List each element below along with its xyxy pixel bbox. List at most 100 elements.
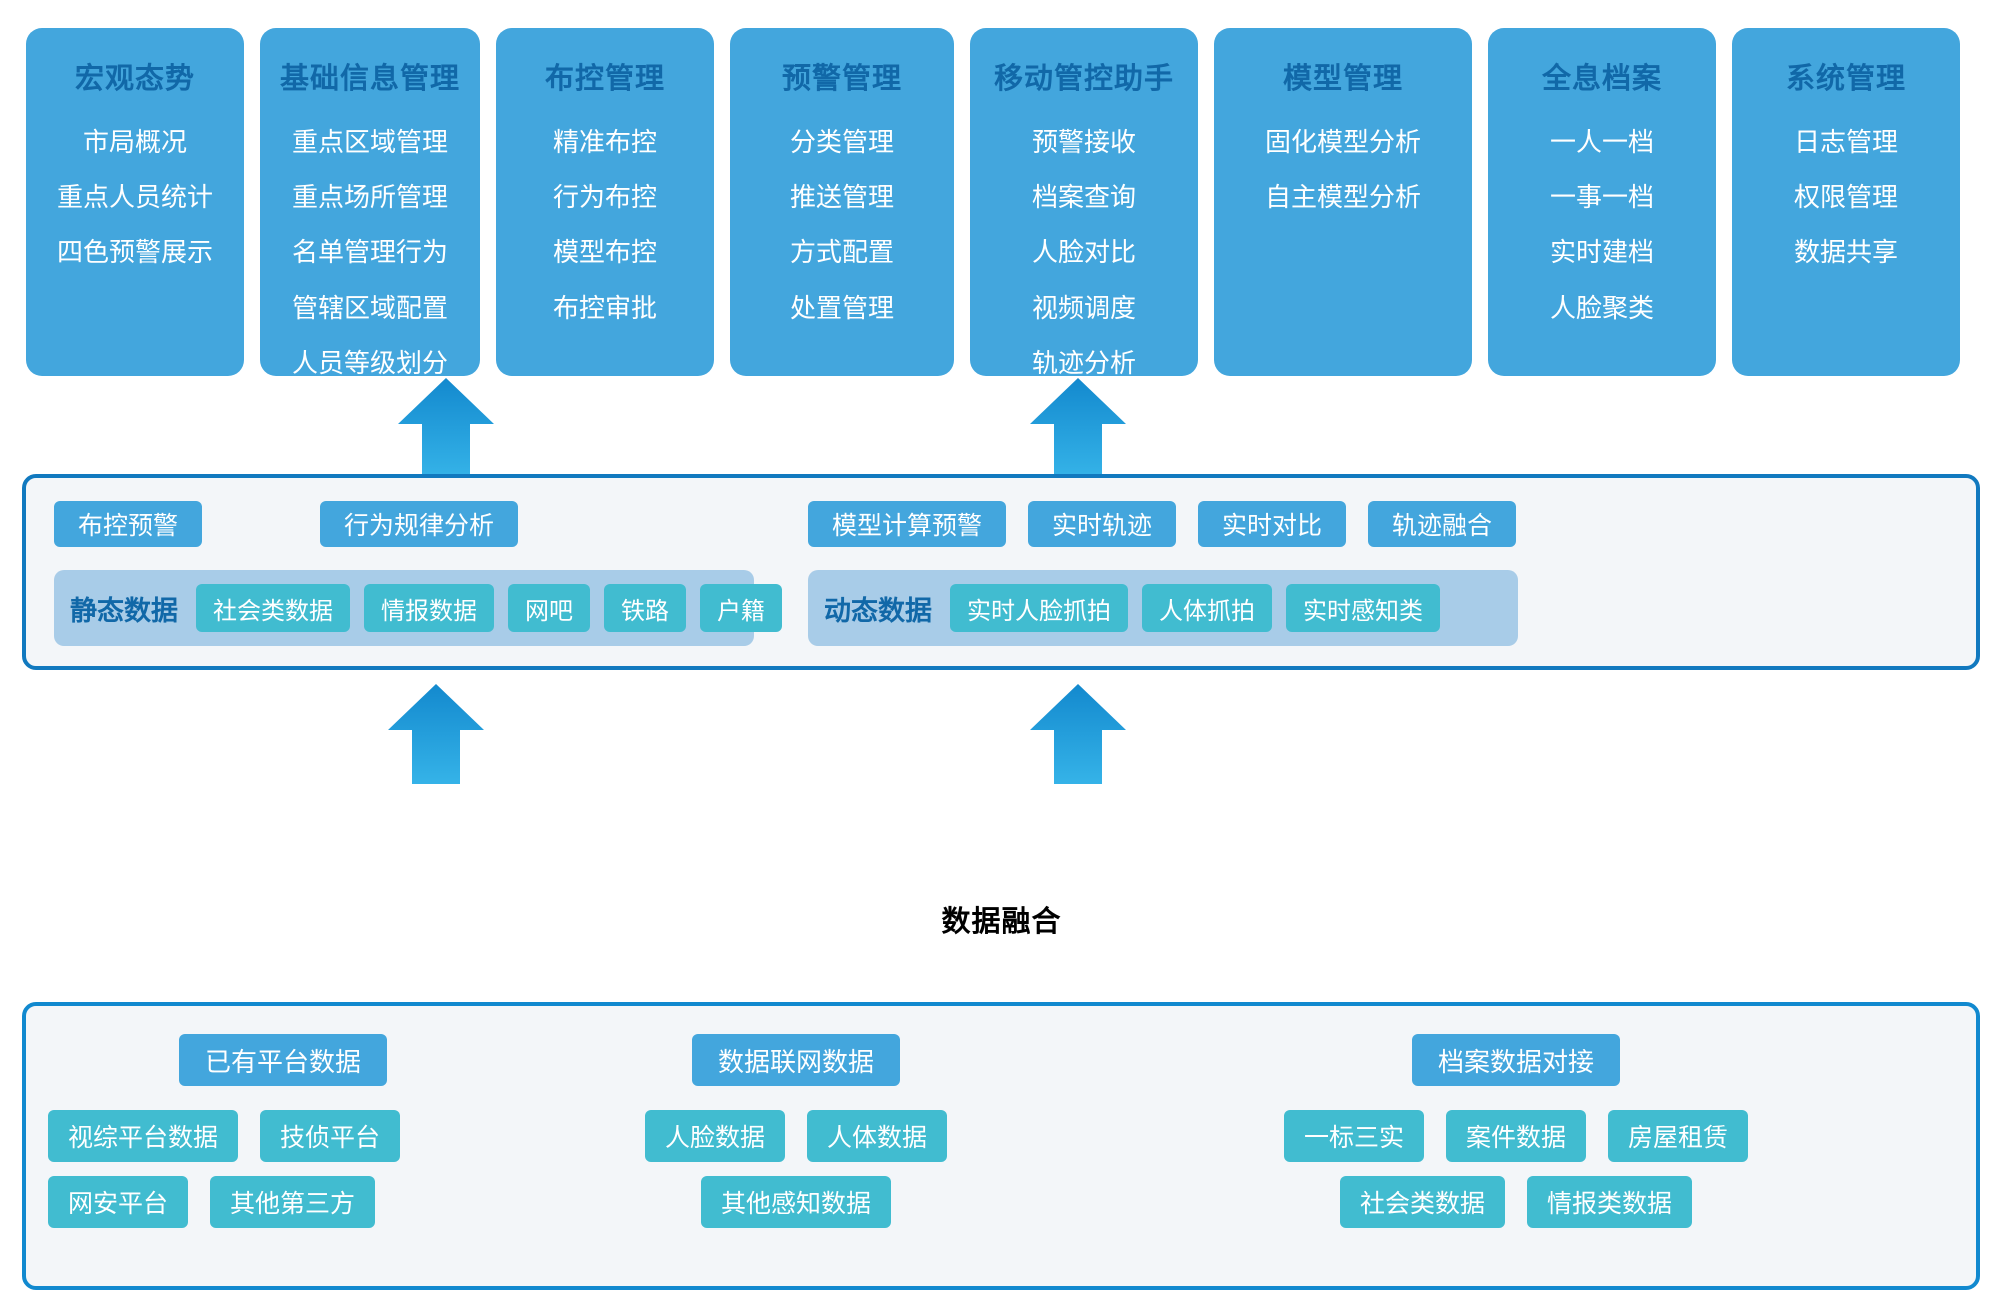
module-item-0-2[interactable]: 四色预警展示 (56, 237, 213, 268)
module-item-3-1[interactable]: 推送管理 (789, 182, 894, 213)
module-card-6[interactable]: 全息档案一人一档一事一档实时建档人脸聚类 (1488, 28, 1716, 376)
source-chip-1-1-0[interactable]: 其他感知数据 (700, 1176, 891, 1228)
source-chip-2-0-0[interactable]: 一标三实 (1283, 1110, 1424, 1162)
data-chip-static-2[interactable]: 网吧 (508, 584, 590, 632)
module-item-list-6: 一人一档一事一档实时建档人脸聚类 (1488, 103, 1716, 324)
module-title-4: 移动管控助手 (993, 63, 1174, 95)
module-item-list-0: 市局概况重点人员统计四色预警展示 (26, 103, 244, 269)
module-card-1[interactable]: 基础信息管理重点区域管理重点场所管理名单管理行为管辖区域配置人员等级划分 (260, 28, 480, 378)
static-data-label: 静态数据 (70, 595, 178, 626)
source-group-1: 数据联网数据人脸数据人体数据其他感知数据 (526, 1006, 1066, 1286)
data-fusion-label: 数据融合 (941, 906, 1062, 938)
module-item-6-2[interactable]: 实时建档 (1549, 237, 1654, 268)
module-item-1-4[interactable]: 人员等级划分 (291, 347, 448, 378)
module-card-7[interactable]: 系统管理日志管理权限管理数据共享 (1732, 28, 1960, 376)
module-item-4-4[interactable]: 轨迹分析 (1031, 347, 1136, 378)
capability-chip-dynamic-0[interactable]: 模型计算预警 (808, 501, 1007, 547)
source-chip-0-0-1[interactable]: 技侦平台 (260, 1110, 401, 1162)
module-item-list-2: 精准布控行为布控模型布控布控审批 (496, 103, 714, 324)
source-head-1[interactable]: 数据联网数据 (691, 1034, 900, 1086)
module-item-4-3[interactable]: 视频调度 (1031, 292, 1136, 323)
capability-chip-dynamic-1[interactable]: 实时轨迹 (1028, 501, 1177, 547)
module-item-list-4: 预警接收档案查询人脸对比视频调度轨迹分析 (970, 103, 1198, 379)
data-source-panel: 已有平台数据视综平台数据技侦平台网安平台其他第三方数据联网数据人脸数据人体数据其… (22, 1002, 1980, 1290)
module-item-6-1[interactable]: 一事一档 (1549, 182, 1654, 213)
source-chip-0-1-1[interactable]: 其他第三方 (210, 1176, 376, 1228)
arrow-to-fusion-static (388, 684, 484, 784)
source-chip-1-0-1[interactable]: 人体数据 (807, 1110, 948, 1162)
data-chip-static-4[interactable]: 户籍 (700, 584, 782, 632)
source-head-0[interactable]: 已有平台数据 (178, 1034, 387, 1086)
capability-chip-static-0[interactable]: 布控预警 (54, 501, 203, 547)
module-item-5-0[interactable]: 固化模型分析 (1264, 127, 1421, 157)
data-chip-static-1[interactable]: 情报数据 (364, 584, 494, 632)
module-item-6-0[interactable]: 一人一档 (1549, 127, 1654, 157)
dynamic-data-label: 动态数据 (824, 595, 932, 626)
source-row-2-0: 一标三实案件数据房屋租赁 (1086, 1110, 1946, 1162)
data-chip-dynamic-2[interactable]: 实时感知类 (1286, 584, 1440, 632)
module-item-2-3[interactable]: 布控审批 (552, 292, 657, 323)
arrow-to-moxing-guanli (1030, 378, 1126, 478)
module-card-4[interactable]: 移动管控助手预警接收档案查询人脸对比视频调度轨迹分析 (970, 28, 1198, 379)
module-item-1-3[interactable]: 管辖区域配置 (291, 292, 448, 323)
source-rows-1: 人脸数据人体数据其他感知数据 (526, 1110, 1066, 1228)
source-chip-0-0-0[interactable]: 视综平台数据 (48, 1110, 239, 1162)
source-chip-2-0-1[interactable]: 案件数据 (1445, 1110, 1586, 1162)
module-title-5: 模型管理 (1282, 63, 1403, 95)
data-chip-dynamic-0[interactable]: 实时人脸抓拍 (950, 584, 1128, 632)
source-chip-1-0-0[interactable]: 人脸数据 (644, 1110, 785, 1162)
module-item-list-5: 固化模型分析自主模型分析 (1214, 103, 1472, 213)
module-cards-row: 宏观态势市局概况重点人员统计四色预警展示基础信息管理重点区域管理重点场所管理名单… (26, 28, 1976, 379)
module-item-2-0[interactable]: 精准布控 (552, 127, 657, 157)
module-item-0-1[interactable]: 重点人员统计 (56, 182, 213, 213)
source-row-1-0: 人脸数据人体数据 (526, 1110, 1066, 1162)
source-chip-2-0-2[interactable]: 房屋租赁 (1608, 1110, 1749, 1162)
source-row-0-0: 视综平台数据技侦平台 (48, 1110, 518, 1162)
module-card-5[interactable]: 模型管理固化模型分析自主模型分析 (1214, 28, 1472, 376)
module-title-6: 全息档案 (1541, 63, 1662, 95)
source-head-wrap-1: 数据联网数据 (526, 1006, 1066, 1086)
module-item-7-1[interactable]: 权限管理 (1793, 182, 1898, 213)
module-item-4-2[interactable]: 人脸对比 (1031, 237, 1136, 268)
arrow-to-bukong-guanli (398, 378, 494, 478)
module-card-0[interactable]: 宏观态势市局概况重点人员统计四色预警展示 (26, 28, 244, 376)
capability-chip-static-1[interactable]: 行为规律分析 (320, 501, 519, 547)
module-item-1-0[interactable]: 重点区域管理 (291, 127, 448, 157)
capability-chip-dynamic-3[interactable]: 轨迹融合 (1368, 501, 1517, 547)
module-title-3: 预警管理 (781, 63, 902, 95)
module-item-3-3[interactable]: 处置管理 (789, 292, 894, 323)
source-row-1-1: 其他感知数据 (526, 1176, 1066, 1228)
module-item-4-1[interactable]: 档案查询 (1031, 182, 1136, 213)
data-chip-static-0[interactable]: 社会类数据 (196, 584, 350, 632)
module-item-3-0[interactable]: 分类管理 (789, 127, 894, 157)
module-item-2-2[interactable]: 模型布控 (552, 237, 657, 268)
module-card-3[interactable]: 预警管理分类管理推送管理方式配置处置管理 (730, 28, 954, 376)
static-capability-row: 布控预警 行为规律分析 (54, 478, 784, 550)
source-row-2-1: 社会类数据情报类数据 (1086, 1176, 1946, 1228)
source-group-2: 档案数据对接一标三实案件数据房屋租赁社会类数据情报类数据 (1086, 1006, 1946, 1286)
source-chip-2-1-0[interactable]: 社会类数据 (1339, 1176, 1505, 1228)
capability-chip-dynamic-2[interactable]: 实时对比 (1198, 501, 1347, 547)
dynamic-capability-row: 模型计算预警实时轨迹实时对比轨迹融合 (808, 478, 1948, 550)
module-item-5-1[interactable]: 自主模型分析 (1264, 182, 1421, 213)
module-item-1-2[interactable]: 名单管理行为 (291, 237, 448, 268)
module-item-1-1[interactable]: 重点场所管理 (291, 182, 448, 213)
static-data-chips: 社会类数据情报数据网吧铁路户籍 (196, 584, 782, 632)
source-head-2[interactable]: 档案数据对接 (1411, 1034, 1620, 1086)
source-chip-0-1-0[interactable]: 网安平台 (48, 1176, 189, 1228)
module-item-6-3[interactable]: 人脸聚类 (1549, 292, 1654, 323)
module-item-0-0[interactable]: 市局概况 (82, 127, 187, 157)
arrow-to-fusion-dynamic (1030, 684, 1126, 784)
data-chip-dynamic-1[interactable]: 人体抓拍 (1142, 584, 1272, 632)
module-item-7-0[interactable]: 日志管理 (1793, 127, 1898, 157)
data-chip-static-3[interactable]: 铁路 (604, 584, 686, 632)
module-item-3-2[interactable]: 方式配置 (789, 237, 894, 268)
source-chip-2-1-1[interactable]: 情报类数据 (1527, 1176, 1693, 1228)
module-item-4-0[interactable]: 预警接收 (1031, 127, 1136, 157)
module-item-7-2[interactable]: 数据共享 (1793, 237, 1898, 268)
module-item-2-1[interactable]: 行为布控 (552, 182, 657, 213)
module-card-2[interactable]: 布控管理精准布控行为布控模型布控布控审批 (496, 28, 714, 376)
module-title-7: 系统管理 (1785, 63, 1906, 95)
dynamic-data-band: 动态数据 实时人脸抓拍人体抓拍实时感知类 (808, 570, 1518, 646)
